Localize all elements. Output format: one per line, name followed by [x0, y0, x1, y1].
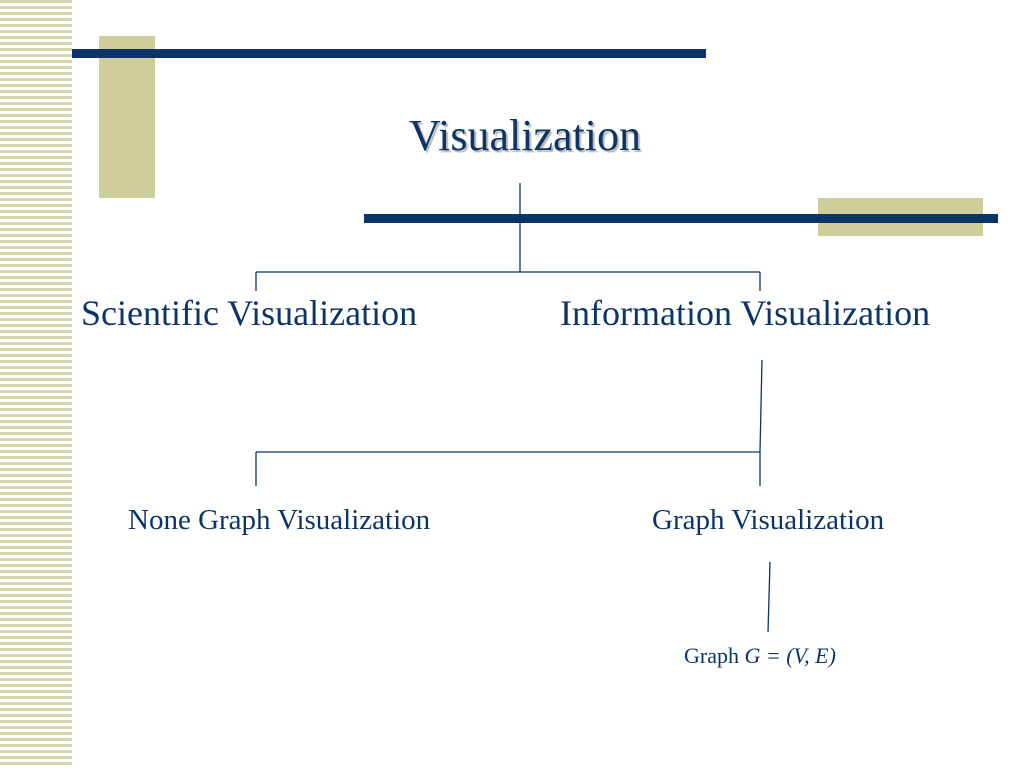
navy-bar-top — [72, 49, 706, 58]
node-scientific-visualization: Scientific Visualization — [81, 293, 418, 333]
connector-information-stem — [759, 359, 763, 453]
connector-graph-stem — [767, 561, 771, 633]
node-graph-definition: Graph G = (V, E) — [684, 643, 836, 669]
slide-title: Visualization — [409, 111, 641, 160]
node-graph-visualization: Graph Visualization — [652, 504, 885, 536]
khaki-block-top-left — [99, 36, 155, 198]
node-information-visualization: Information Visualization — [560, 293, 931, 333]
node-none-graph-visualization: None Graph Visualization — [128, 504, 431, 536]
striped-margin — [0, 0, 72, 768]
graph-formula: G = (V, E) — [744, 643, 836, 668]
graph-definition-prefix: Graph — [684, 643, 745, 668]
navy-bar-middle — [364, 214, 998, 223]
